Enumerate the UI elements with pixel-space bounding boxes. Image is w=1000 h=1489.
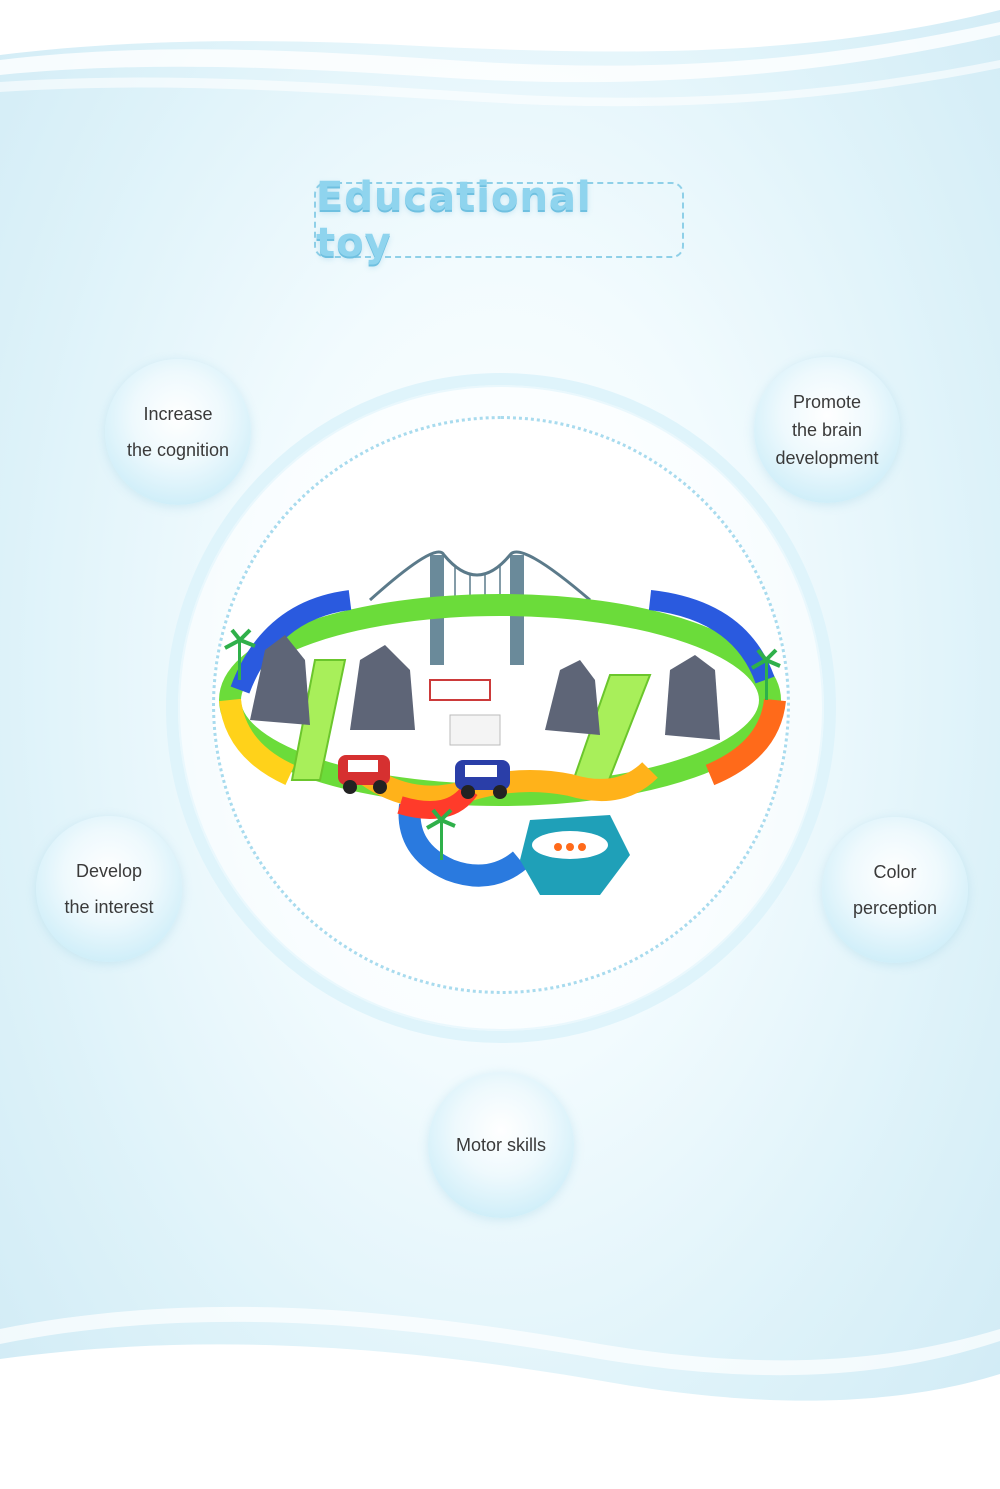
brain-line-2: the brain (791, 420, 863, 440)
page-title: Educational toy (316, 174, 592, 266)
bubble-brain-development: Promote the brain development (754, 357, 900, 503)
interest-line-2: the interest (64, 897, 154, 917)
launcher-icon (520, 815, 630, 895)
interest-line-1: Develop (75, 861, 143, 881)
cognition-line-2: the cognition (126, 440, 230, 460)
product-image (219, 550, 786, 895)
red-car-icon (338, 755, 390, 794)
color-line-2: perception (852, 898, 938, 918)
cognition-line-1: Increase (143, 404, 213, 424)
top-wave-decoration (0, 0, 1000, 107)
bubble-cognition: Increase the cognition (105, 359, 251, 505)
palm-tree-icon (224, 628, 781, 860)
brain-line-1: Promote (792, 392, 861, 412)
motor-line-1: Motor skills (455, 1135, 546, 1155)
color-line-1: Color (873, 862, 917, 882)
bubble-color-perception: Color perception (822, 817, 968, 963)
bubble-motor-skills: Motor skills (428, 1072, 574, 1218)
blue-car-icon (455, 760, 510, 799)
bottom-wave-decoration (0, 1306, 1000, 1489)
title-box: Educational toy (314, 174, 684, 266)
brain-line-3: development (775, 448, 879, 468)
bubble-interest: Develop the interest (36, 816, 182, 962)
